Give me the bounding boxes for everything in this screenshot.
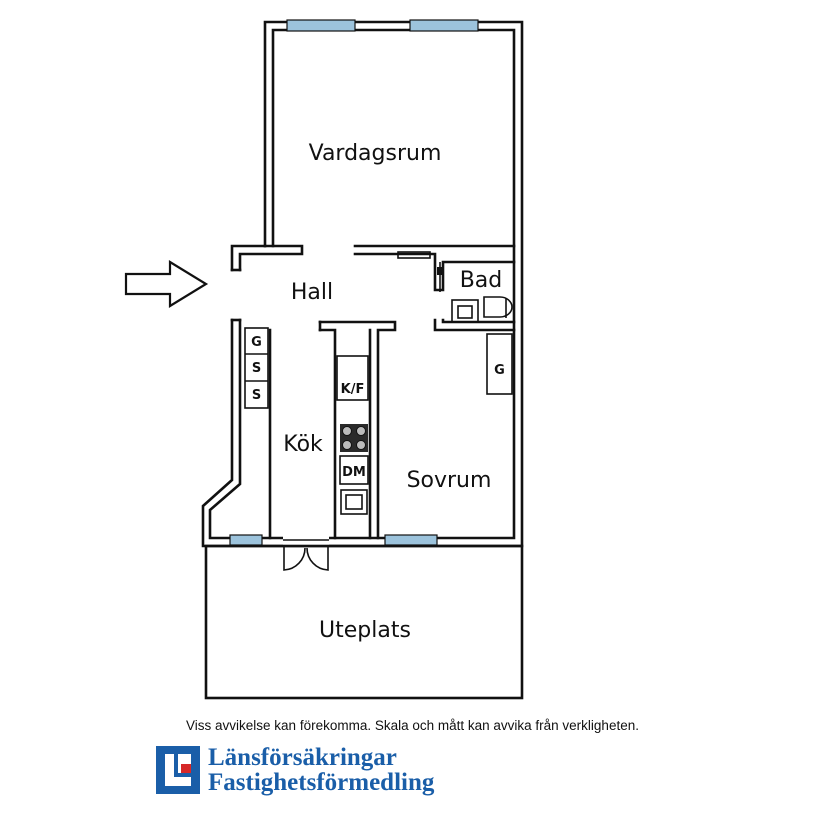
dishwasher-label: DM bbox=[342, 465, 366, 480]
kitchen-counter: K/F DM bbox=[336, 355, 369, 515]
room-label-sovrum: Sovrum bbox=[407, 468, 492, 493]
room-label-kok: Kök bbox=[283, 432, 323, 457]
bathroom-fixtures bbox=[437, 267, 513, 323]
balcony-door bbox=[283, 536, 329, 571]
brand-name-line2: Fastighetsförmedling bbox=[208, 769, 435, 796]
wardrobes-left: G S S bbox=[244, 327, 269, 409]
wardrobe-label-g2: G bbox=[494, 363, 505, 378]
wardrobe-bedroom: G bbox=[486, 333, 513, 395]
fridge-freezer-label: K/F bbox=[341, 382, 365, 397]
room-label-hall: Hall bbox=[291, 280, 333, 305]
brand-logo: Länsförsäkringar Fastighetsförmedling bbox=[156, 742, 434, 798]
room-label-bad: Bad bbox=[460, 268, 503, 293]
disclaimer-text: Viss avvikelse kan förekomma. Skala och … bbox=[186, 718, 639, 733]
wardrobe-label-s2: S bbox=[252, 388, 261, 403]
patio bbox=[204, 544, 524, 700]
entrance-arrow-icon bbox=[124, 260, 209, 308]
room-label-vardagsrum: Vardagsrum bbox=[309, 141, 442, 166]
room-label-uteplats: Uteplats bbox=[319, 618, 411, 643]
kitchen-sink-icon bbox=[340, 489, 368, 515]
wardrobe-label-g: G bbox=[251, 335, 262, 350]
sink-icon bbox=[451, 299, 479, 323]
lansforsakringar-logo-icon bbox=[156, 746, 200, 794]
interior-walls bbox=[268, 244, 516, 540]
wardrobe-label-s1: S bbox=[252, 361, 261, 376]
brand-name: Länsförsäkringar Fastighetsförmedling bbox=[208, 745, 434, 795]
toilet-icon bbox=[483, 296, 513, 318]
brand-name-line1: Länsförsäkringar bbox=[208, 744, 397, 771]
